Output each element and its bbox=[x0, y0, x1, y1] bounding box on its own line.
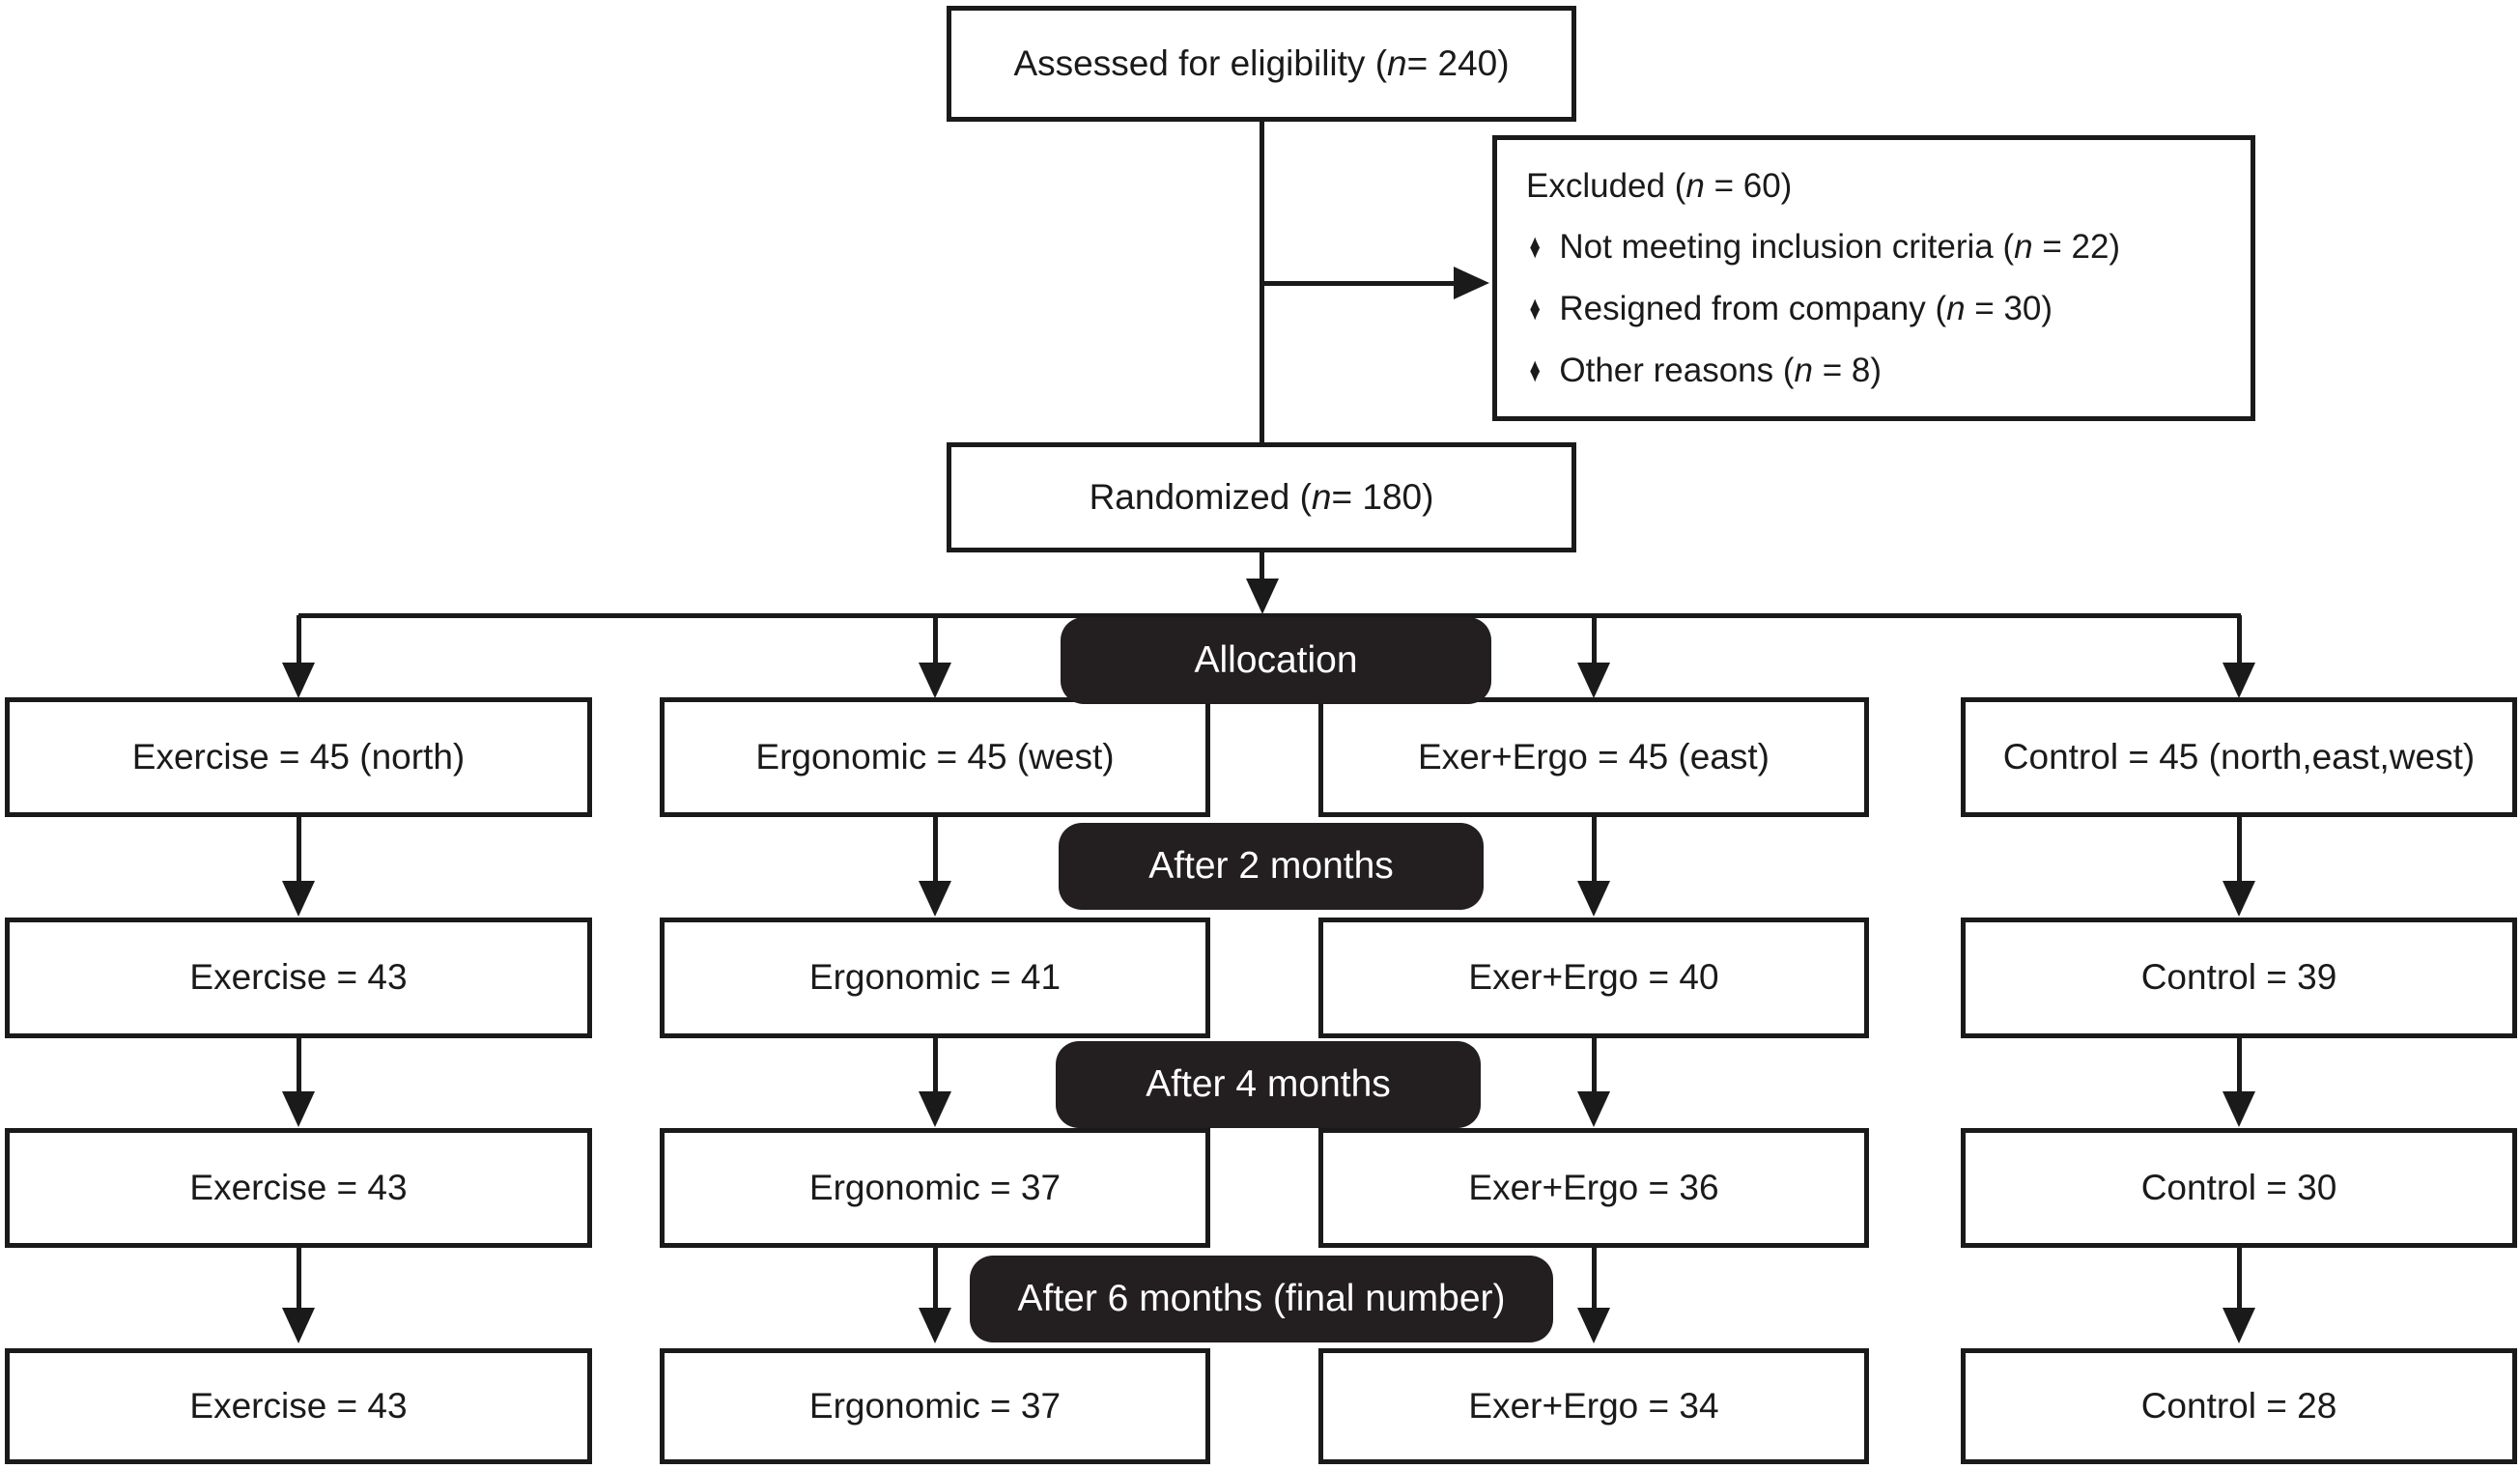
box-control-allocation: Control = 45 (north,east,west) bbox=[1961, 697, 2517, 817]
line-col1-r2r3 bbox=[297, 1248, 301, 1312]
arrow-right-excluded-icon bbox=[1454, 267, 1489, 299]
arrow-down-col4-icon bbox=[2223, 663, 2255, 698]
trunk-line-randomized-to-allocation bbox=[1260, 552, 1264, 581]
line-col1-r1r2 bbox=[297, 1038, 301, 1096]
arrow-col3-r0r1-icon bbox=[1577, 881, 1610, 917]
arrow-col3-r2r3-icon bbox=[1577, 1308, 1610, 1343]
box-exercise-4-months: Exercise = 43 bbox=[5, 1128, 592, 1248]
drop-line-col4 bbox=[2237, 615, 2242, 665]
diamond-bullet-icon: ♦ bbox=[1529, 288, 1541, 327]
arrow-col2-r1r2-icon bbox=[919, 1091, 951, 1127]
line-col4-r2r3 bbox=[2237, 1248, 2242, 1312]
excluded-item: ♦ Other reasons (n = 8) bbox=[1526, 348, 1882, 392]
excluded-item-text: Other reasons (n = 8) bbox=[1559, 351, 1883, 389]
box-control-2-months: Control = 39 bbox=[1961, 918, 2517, 1038]
drop-line-col3 bbox=[1592, 615, 1597, 665]
excluded-item: ♦ Resigned from company (n = 30) bbox=[1526, 286, 2053, 330]
stage-bar-allocation: Allocation bbox=[1061, 617, 1491, 704]
randomized-box: Randomized (n = 180) bbox=[947, 442, 1576, 552]
excluded-item-text: Not meeting inclusion criteria (n = 22) bbox=[1559, 228, 2121, 267]
box-ergonomic-2-months: Ergonomic = 41 bbox=[660, 918, 1210, 1038]
line-col2-r2r3 bbox=[933, 1248, 938, 1312]
arrow-col1-r1r2-icon bbox=[282, 1091, 315, 1127]
assessed-box: Assessed for eligibility (n = 240) bbox=[947, 6, 1576, 122]
line-col3-r1r2 bbox=[1592, 1038, 1597, 1096]
line-col2-r1r2 bbox=[933, 1038, 938, 1096]
line-col2-r0r1 bbox=[933, 817, 938, 885]
arrow-col4-r1r2-icon bbox=[2223, 1091, 2255, 1127]
line-col4-r0r1 bbox=[2237, 817, 2242, 885]
arrow-col2-r0r1-icon bbox=[919, 881, 951, 917]
stage-bar-after-2-months: After 2 months bbox=[1059, 823, 1484, 910]
box-exercise-2-months: Exercise = 43 bbox=[5, 918, 592, 1038]
arrow-col3-r1r2-icon bbox=[1577, 1091, 1610, 1127]
box-exercise-allocation: Exercise = 45 (north) bbox=[5, 697, 592, 817]
box-control-4-months: Control = 30 bbox=[1961, 1128, 2517, 1248]
arrow-down-allocation-icon bbox=[1246, 579, 1279, 614]
diamond-bullet-icon: ♦ bbox=[1529, 349, 1541, 389]
box-ergonomic-4-months: Ergonomic = 37 bbox=[660, 1128, 1210, 1248]
stage-bar-after-6-months: After 6 months (final number) bbox=[970, 1256, 1553, 1342]
trunk-line-assessed-to-randomized bbox=[1260, 122, 1264, 442]
arrow-down-col3-icon bbox=[1577, 663, 1610, 698]
arrow-col1-r2r3-icon bbox=[282, 1308, 315, 1343]
box-control-6-months: Control = 28 bbox=[1961, 1348, 2517, 1464]
arrow-col1-r0r1-icon bbox=[282, 881, 315, 917]
arrow-down-col1-icon bbox=[282, 663, 315, 698]
box-exer-ergo-6-months: Exer+Ergo = 34 bbox=[1318, 1348, 1869, 1464]
line-col1-r0r1 bbox=[297, 817, 301, 885]
arrow-col4-r2r3-icon bbox=[2223, 1308, 2255, 1343]
excluded-box: Excluded (n = 60) ♦ Not meeting inclusio… bbox=[1492, 135, 2255, 421]
box-exer-ergo-4-months: Exer+Ergo = 36 bbox=[1318, 1128, 1869, 1248]
box-exercise-6-months: Exercise = 43 bbox=[5, 1348, 592, 1464]
drop-line-col2 bbox=[933, 615, 938, 665]
excluded-item-text: Resigned from company (n = 30) bbox=[1559, 290, 2053, 327]
box-ergonomic-6-months: Ergonomic = 37 bbox=[660, 1348, 1210, 1464]
branch-line-to-excluded bbox=[1262, 281, 1456, 286]
box-exer-ergo-allocation: Exer+Ergo = 45 (east) bbox=[1318, 697, 1869, 817]
drop-line-col1 bbox=[297, 615, 301, 665]
arrow-col2-r2r3-icon bbox=[919, 1308, 951, 1343]
allocation-branch-line bbox=[298, 613, 2241, 618]
arrow-down-col2-icon bbox=[919, 663, 951, 698]
stage-bar-after-4-months: After 4 months bbox=[1056, 1041, 1481, 1128]
excluded-title: Excluded (n = 60) bbox=[1526, 166, 1793, 205]
line-col3-r2r3 bbox=[1592, 1248, 1597, 1312]
box-exer-ergo-2-months: Exer+Ergo = 40 bbox=[1318, 918, 1869, 1038]
excluded-item: ♦ Not meeting inclusion criteria (n = 22… bbox=[1526, 224, 2120, 268]
arrow-col4-r0r1-icon bbox=[2223, 881, 2255, 917]
diamond-bullet-icon: ♦ bbox=[1529, 226, 1541, 267]
line-col4-r1r2 bbox=[2237, 1038, 2242, 1096]
line-col3-r0r1 bbox=[1592, 817, 1597, 885]
box-ergonomic-allocation: Ergonomic = 45 (west) bbox=[660, 697, 1210, 817]
